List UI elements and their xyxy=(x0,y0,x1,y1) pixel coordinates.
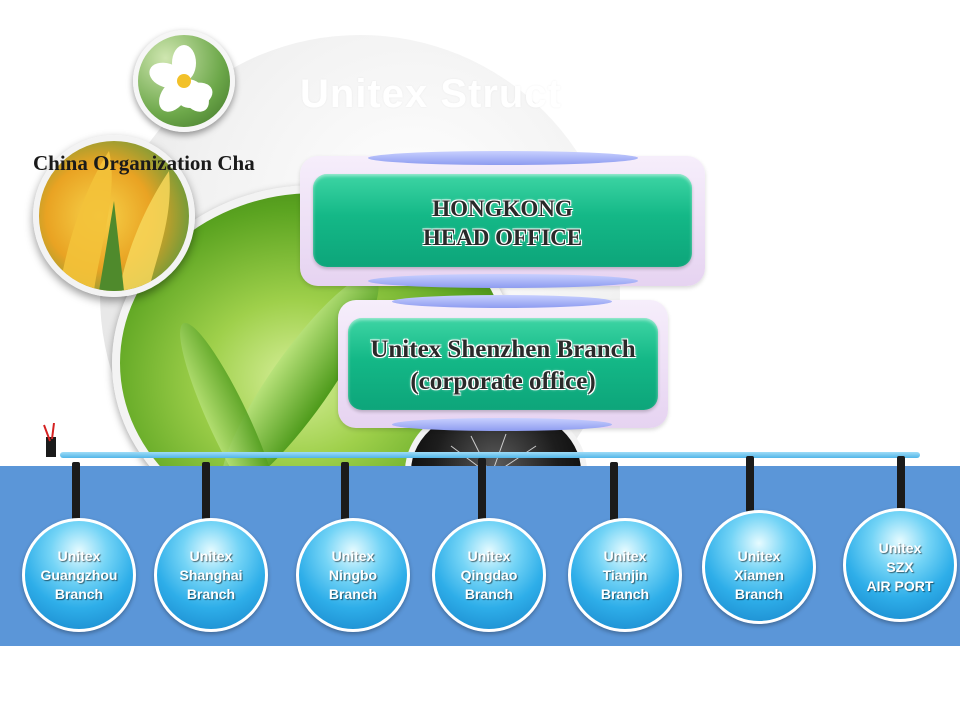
head-office-box: HONGKONG HEAD OFFICE xyxy=(313,174,692,267)
corporate-office-box: Unitex Shenzhen Branch (corporate office… xyxy=(348,318,658,410)
branch-ningbo: Unitex Ningbo Branch xyxy=(296,518,410,632)
corporate-office-tab-top xyxy=(392,295,612,308)
corporate-office-line2: (corporate office) xyxy=(410,368,596,395)
branch-ningbo-line3: Branch xyxy=(328,586,378,602)
branch-connector-line xyxy=(60,452,920,458)
connector-xiamen xyxy=(746,456,754,512)
head-office-line1: HONGKONG xyxy=(432,196,573,221)
branch-qingdao: Unitex Qingdao Branch xyxy=(432,518,546,632)
flower-photo xyxy=(133,30,235,132)
head-office-line2: HEAD OFFICE xyxy=(422,225,583,250)
org-chart-subtitle: China Organization Cha xyxy=(33,151,255,175)
branch-tianjin: Unitex Tianjin Branch xyxy=(568,518,682,632)
branch-qingdao-line1: Unitex xyxy=(467,548,511,564)
tulip-photo xyxy=(33,135,195,297)
connector-ningbo xyxy=(341,462,349,522)
branch-xiamen-line1: Unitex xyxy=(737,548,781,564)
branch-shanghai: Unitex Shanghai Branch xyxy=(154,518,268,632)
branch-shanghai-line3: Branch xyxy=(186,586,236,602)
branch-guangzhou: Unitex Guangzhou Branch xyxy=(22,518,136,632)
branch-xiamen-line2: Xiamen xyxy=(734,567,784,583)
branch-tianjin-line1: Unitex xyxy=(603,548,647,564)
branch-tianjin-line3: Branch xyxy=(600,586,650,602)
connector-guangzhou xyxy=(72,462,80,524)
branch-szx-line3: AIR PORT xyxy=(866,578,934,594)
red-marker-icon xyxy=(43,423,56,457)
slide-title: Unitex Struct xyxy=(300,72,562,116)
branch-qingdao-line3: Branch xyxy=(464,586,514,602)
branch-szx-line1: Unitex xyxy=(878,540,922,556)
branch-szx-airport: Unitex SZX AIR PORT xyxy=(843,508,957,622)
branch-szx-line2: SZX xyxy=(886,559,914,575)
branch-xiamen: Unitex Xiamen Branch xyxy=(702,510,816,624)
connector-szx xyxy=(897,456,905,512)
branch-guangzhou-line3: Branch xyxy=(54,586,104,602)
connector-qingdao xyxy=(478,458,486,522)
corporate-office-line1: Unitex Shenzhen Branch xyxy=(370,336,636,363)
branch-guangzhou-line2: Guangzhou xyxy=(40,567,118,583)
head-office-tab-bottom xyxy=(368,274,638,288)
branch-shanghai-line2: Shanghai xyxy=(179,567,243,583)
head-office-tab-top xyxy=(368,151,638,165)
branch-ningbo-line2: Ningbo xyxy=(328,567,378,583)
branch-ningbo-line1: Unitex xyxy=(331,548,375,564)
branch-shanghai-line1: Unitex xyxy=(189,548,233,564)
connector-tianjin xyxy=(610,462,618,522)
branch-guangzhou-line1: Unitex xyxy=(57,548,101,564)
branch-xiamen-line3: Branch xyxy=(734,586,784,602)
corporate-office-tab-bottom xyxy=(392,418,612,431)
branch-qingdao-line2: Qingdao xyxy=(460,567,518,583)
branch-tianjin-line2: Tianjin xyxy=(602,567,648,583)
connector-shanghai xyxy=(202,462,210,522)
